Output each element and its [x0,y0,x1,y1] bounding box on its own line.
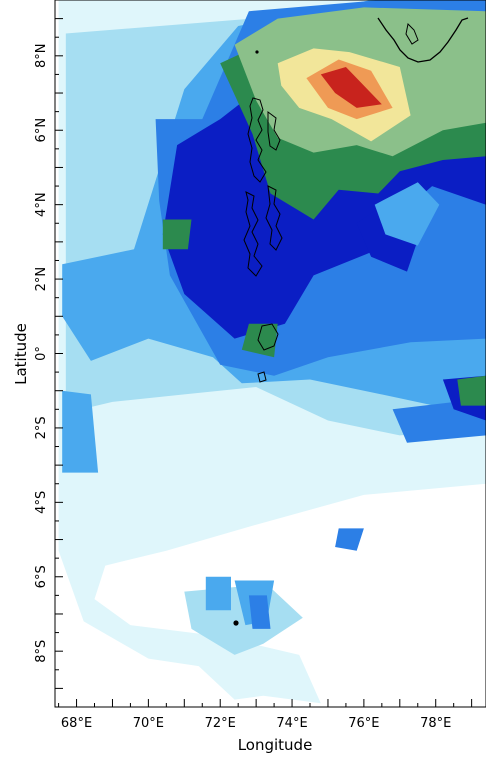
y-tick-label: 6°N [34,118,49,143]
coastline-maldives-south [257,323,279,351]
x-tick-label: 78°E [420,716,451,731]
y-tick-label: 4°N [34,192,49,217]
y-tick-label: 2°S [34,416,49,439]
x-tick-label: 76°E [348,716,379,731]
coastline-maldives-north [247,97,267,183]
y-tick-label: 0° [34,346,49,361]
coastline-addu [257,371,267,383]
rain-hole-level-3-0 [374,182,440,246]
rain-region-level-6-3 [457,375,486,406]
rain-region-level-6-1 [162,219,192,250]
x-tick-label: 72°E [205,716,236,731]
y-tick-label: 6°S [34,565,49,588]
coastline-maldives-central [243,191,263,277]
rain-region-level-10-0 [320,67,382,108]
rain-region-level-4-3 [335,528,364,551]
y-tick-label: 8°N [34,44,49,69]
coastline-sri-lanka [377,17,469,63]
y-tick-label: 4°S [34,491,49,514]
y-axis-label: Latitude [12,323,30,385]
island-dot-chagos [233,620,239,626]
coastline [233,17,469,626]
coastline-islet-1 [405,22,419,45]
x-tick-label: 74°E [276,716,307,731]
x-tick-label: 68°E [61,716,92,731]
y-tick-label: 2°N [34,267,49,292]
rain-region-level-3-1 [62,390,99,473]
x-axis-label: Longitude [238,736,313,754]
rain-region-level-6-2 [241,323,278,358]
axis-ticks: 68°E 70°E 72°E 74°E 76°E 78°E 8°N 6°N 4°N 2°N 0° 2°… [34,0,473,731]
island-dot-north [255,50,259,54]
coastline-maldives-central-2 [265,185,283,251]
x-tick-label: 70°E [133,716,164,731]
rain-region-level-4-2 [248,595,271,629]
rainfall-field [58,0,486,704]
rain-region-level-3-2 [205,576,231,611]
y-tick-label: 8°S [34,640,49,663]
coastline-maldives-north-2 [267,111,281,151]
